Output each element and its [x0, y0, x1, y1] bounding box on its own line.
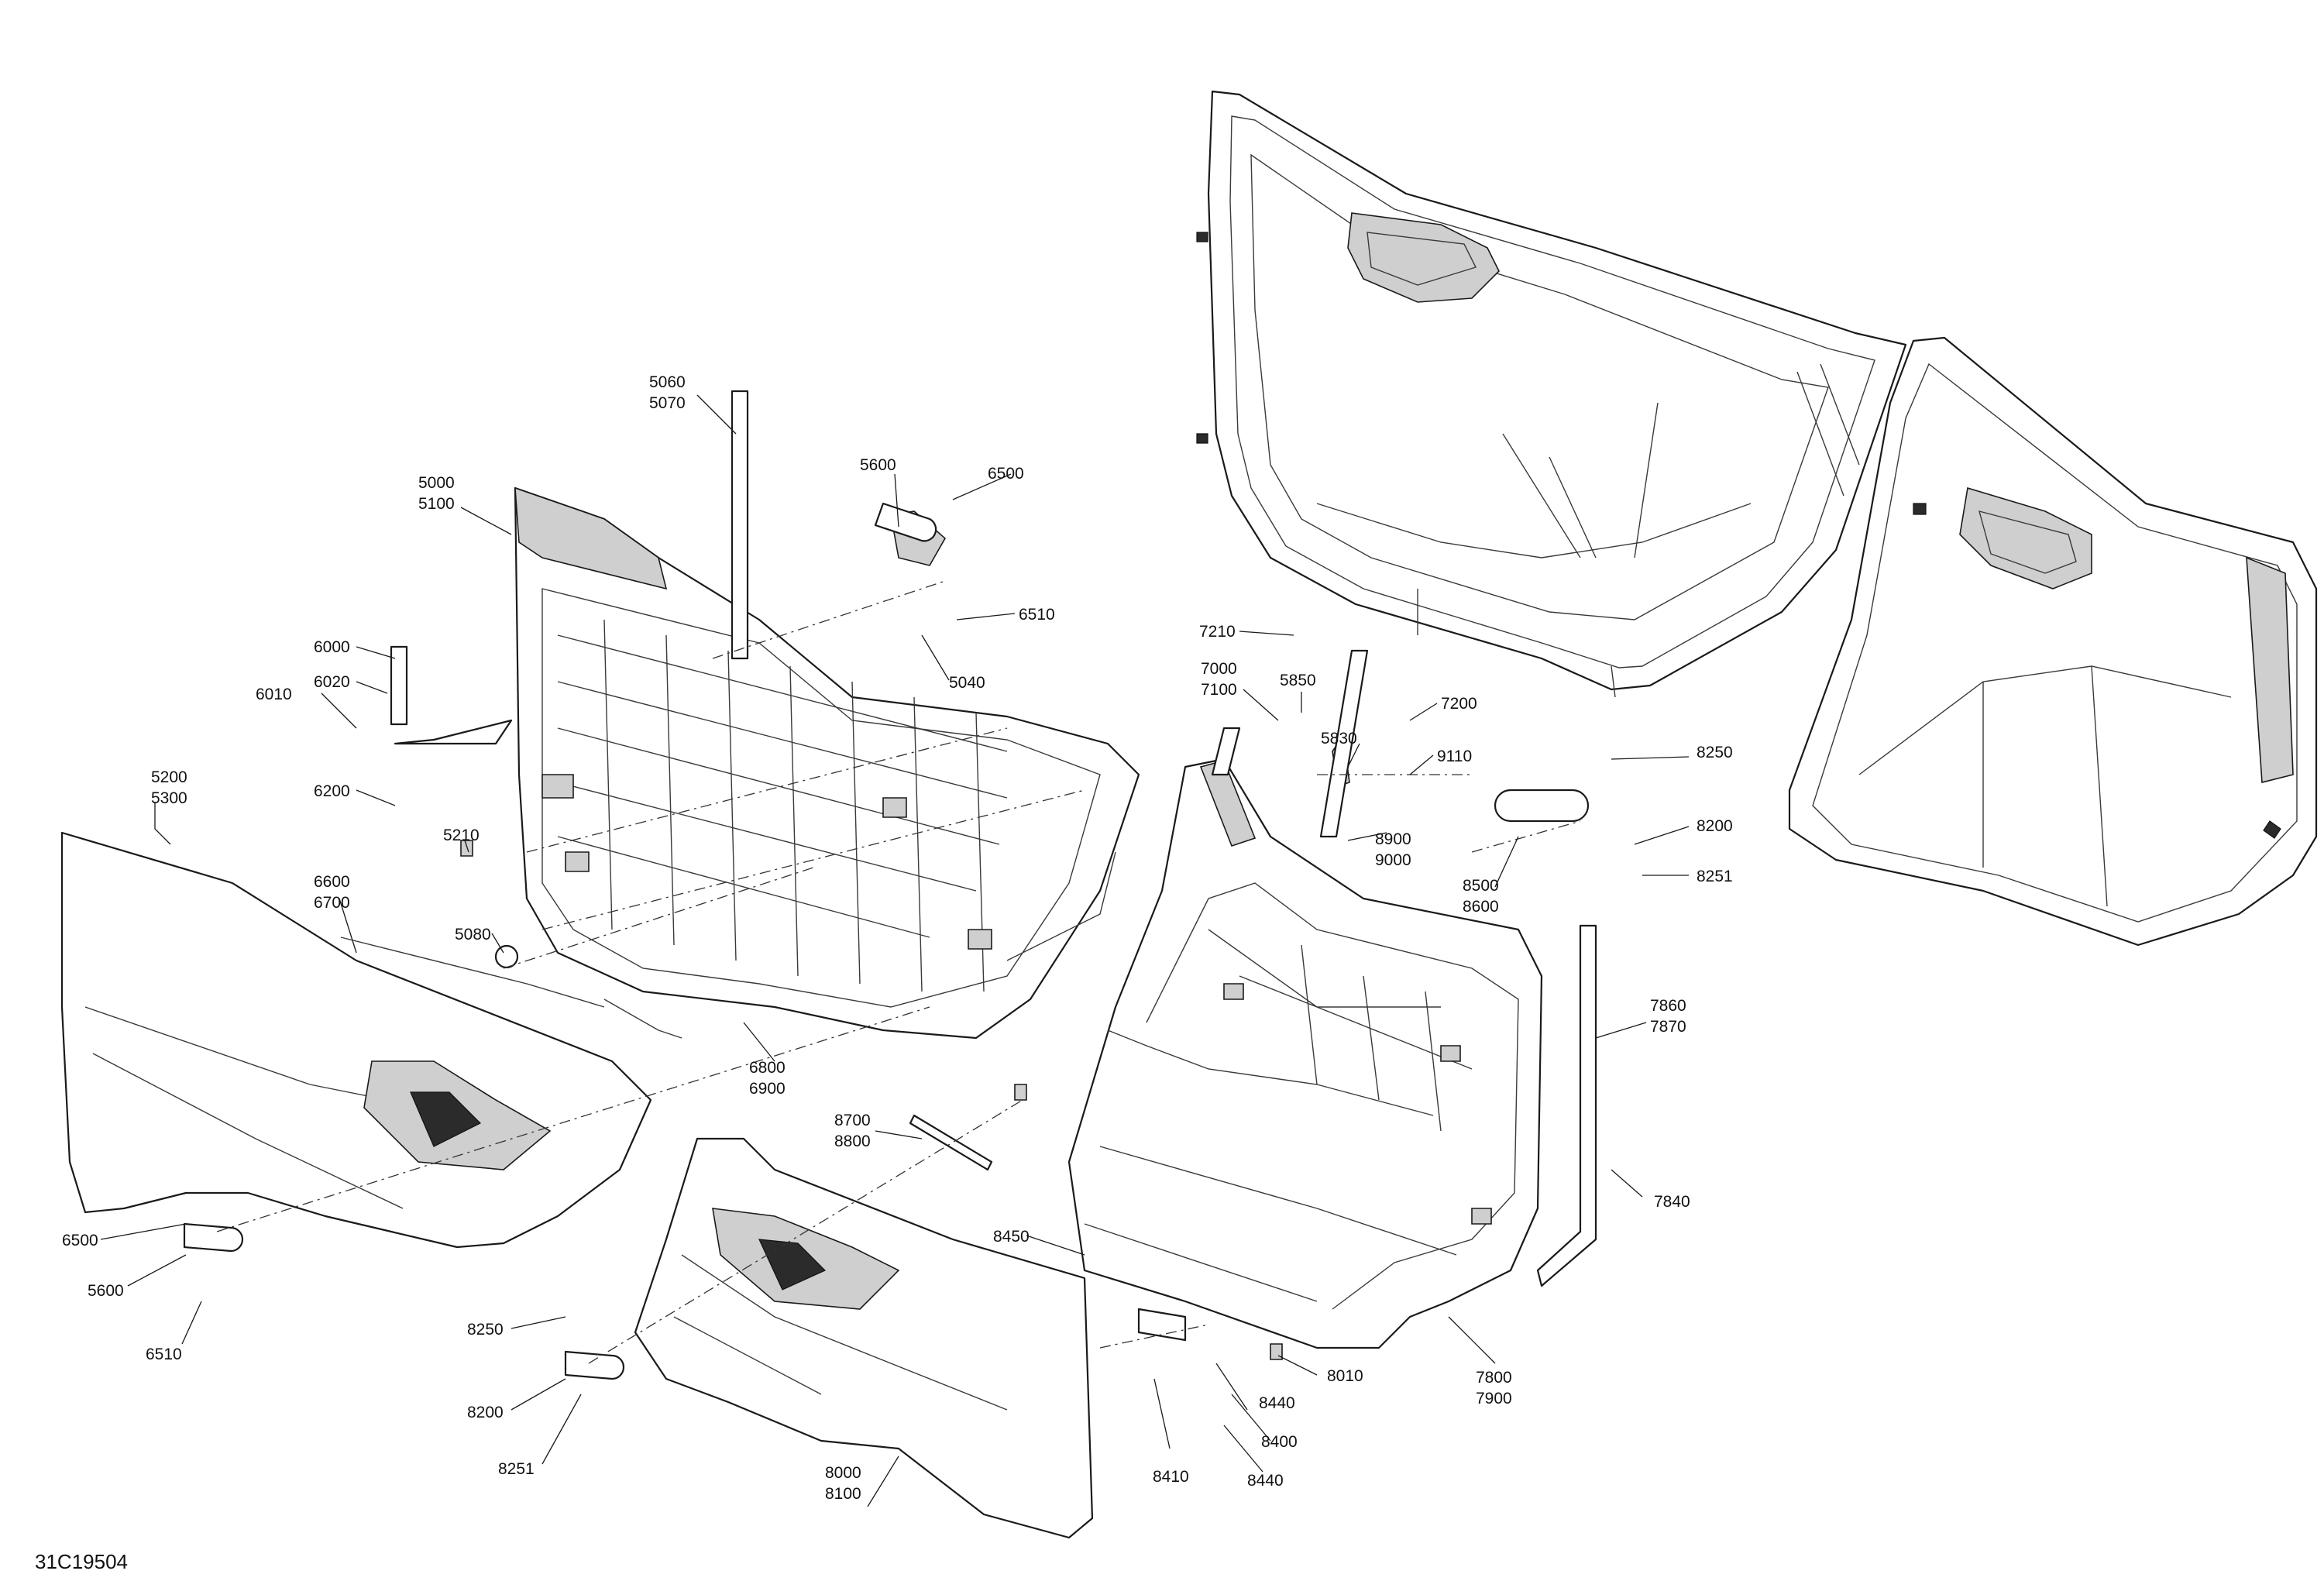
left-outer-panel — [60, 831, 652, 1249]
callout-5830: 5830 — [1321, 730, 1357, 748]
callout-7210: 7210 — [1199, 623, 1236, 641]
small-parts — [183, 390, 1597, 1380]
right-outer-panel — [634, 1137, 1094, 1539]
callout-6000: 6000 — [314, 638, 350, 656]
callout-8200-lower: 8200 — [467, 1404, 504, 1421]
right-door-inner-panel — [1788, 336, 2318, 947]
callout-6510-lower: 6510 — [146, 1346, 182, 1363]
callout-5080: 5080 — [455, 926, 491, 943]
callout-6500-lower: 6500 — [62, 1232, 98, 1249]
callout-5040: 5040 — [949, 674, 985, 692]
right-door-frame — [1067, 758, 1543, 1349]
callout-8250-lower: 8250 — [467, 1321, 504, 1339]
callout-8250-upper: 8250 — [1697, 744, 1733, 761]
callout-8010: 8010 — [1327, 1367, 1363, 1385]
callout-8440-upper: 8440 — [1259, 1394, 1295, 1412]
left-door-frame — [514, 486, 1140, 1040]
callout-6010: 6010 — [256, 686, 292, 703]
callout-8400: 8400 — [1261, 1433, 1298, 1451]
callout-7840: 7840 — [1654, 1193, 1690, 1211]
callout-6510: 6510 — [1019, 606, 1055, 624]
callout-6200: 6200 — [314, 782, 350, 800]
callout-5210: 5210 — [443, 827, 480, 844]
callout-5850: 5850 — [1280, 672, 1316, 689]
leader-lines — [100, 394, 1690, 1507]
callout-8251-upper: 8251 — [1697, 868, 1733, 885]
left-door-inner-panel — [1196, 90, 1907, 698]
callout-8410: 8410 — [1153, 1468, 1189, 1486]
callout-8450: 8450 — [993, 1228, 1030, 1246]
alignment-lines — [216, 580, 1581, 1364]
callout-7200: 7200 — [1441, 695, 1477, 713]
callout-5600: 5600 — [860, 456, 896, 474]
callout-8200-upper: 8200 — [1697, 817, 1733, 835]
callout-6020: 6020 — [314, 673, 350, 691]
callout-5600-lower: 5600 — [88, 1282, 124, 1300]
drawing-code: 31C19504 — [35, 1550, 128, 1573]
callout-8251-lower: 8251 — [498, 1460, 535, 1478]
callout-6500: 6500 — [988, 465, 1024, 483]
callout-8440-lower: 8440 — [1247, 1472, 1284, 1490]
callout-9110: 9110 — [1437, 748, 1472, 765]
